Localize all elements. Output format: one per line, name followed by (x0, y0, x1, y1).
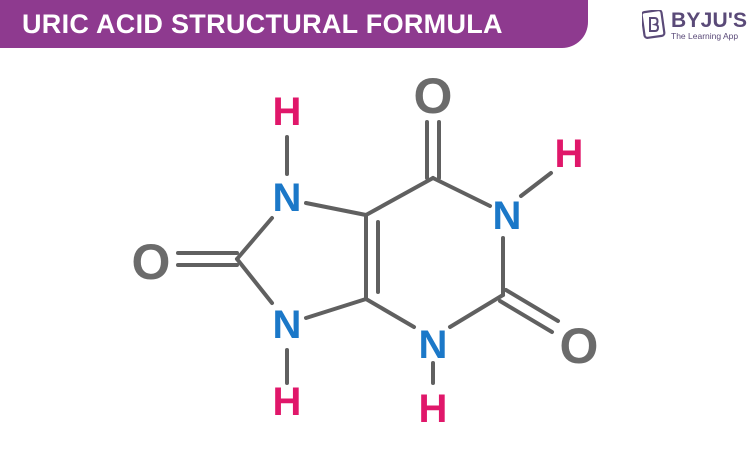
title-banner: URIC ACID STRUCTURAL FORMULA (0, 0, 588, 48)
bond-n7-c8 (235, 216, 274, 261)
atom-n7: N (273, 176, 302, 220)
bond-n1-h1 (519, 171, 553, 198)
atom-h1: H (555, 132, 584, 176)
atom-h3: H (419, 387, 448, 431)
byjus-logo-icon (642, 10, 666, 39)
atom-n3: N (419, 323, 448, 367)
brand-logo: BYJU'S The Learning App (642, 10, 747, 41)
bond-c8-n9 (235, 257, 274, 305)
bond-c2-o2-a (504, 288, 560, 323)
bonds (176, 120, 560, 385)
bond-c5-c6 (364, 176, 435, 217)
atom-n9: N (273, 303, 302, 347)
brand-tagline: The Learning App (671, 31, 739, 41)
brand-name: BYJU'S (671, 9, 748, 32)
atom-n1: N (493, 194, 522, 238)
atom-o6: O (414, 68, 453, 124)
atom-o8: O (132, 234, 171, 290)
bond-c5-n7 (304, 201, 368, 217)
bond-n3-c4 (364, 297, 416, 329)
atom-h9: H (273, 380, 302, 424)
page-title: URIC ACID STRUCTURAL FORMULA (22, 8, 503, 39)
bond-c2-n3 (448, 293, 505, 329)
bond-c2-o2-b (498, 299, 554, 334)
bond-n9-c4 (304, 297, 368, 320)
atom-h7: H (273, 90, 302, 134)
atom-o2: O (560, 318, 599, 374)
bond-c6-n1 (431, 176, 492, 208)
